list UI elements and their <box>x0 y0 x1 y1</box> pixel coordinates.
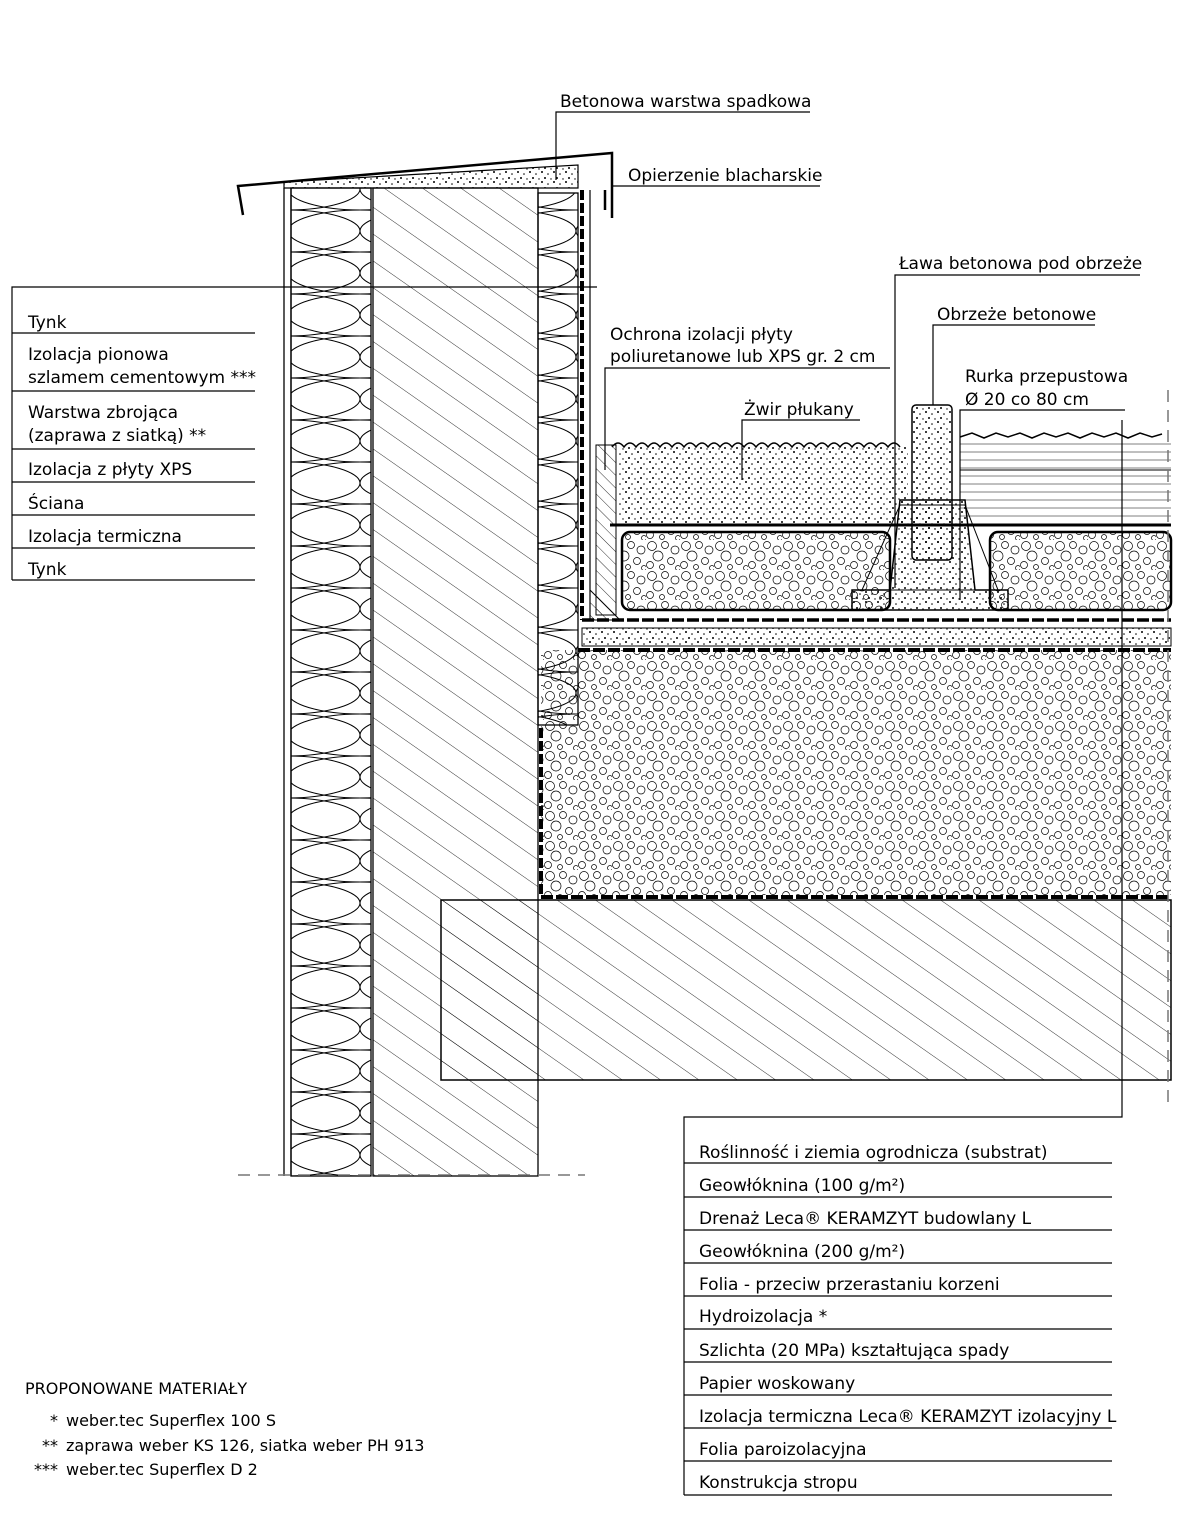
roof-layer-label: Izolacja termiczna Leca® KERAMZYT izolac… <box>699 1407 1117 1427</box>
proposed-materials: PROPONOWANE MATERIAŁY * weber.tec Superf… <box>25 1379 424 1479</box>
leader-roof-layers <box>683 420 1123 1495</box>
wall-layer-label: Izolacja pionowa <box>28 345 169 365</box>
leader-betonowa <box>555 111 810 180</box>
wall-layer-label: Tynk <box>27 313 67 333</box>
soil-substrate <box>960 438 1171 523</box>
leader-zwir <box>741 419 860 480</box>
wall-layer-label: szlamem cementowym *** <box>28 368 256 388</box>
label-zwir: Żwir płukany <box>744 399 854 420</box>
leader-ochrona <box>604 367 890 470</box>
label-rurka-1: Rurka przepustowa <box>965 367 1128 387</box>
label-betonowa-warstwa: Betonowa warstwa spadkowa <box>560 92 811 112</box>
wall-thermal-insulation <box>290 187 372 1177</box>
wall-layer-label: (zaprawa z siatką) ** <box>28 426 206 446</box>
materials-title: PROPONOWANE MATERIAŁY <box>25 1379 247 1398</box>
parapet-xps-insulation <box>537 192 579 726</box>
label-ochrona-1: Ochrona izolacji płyty <box>610 325 793 345</box>
wall-layer-label: Izolacja z płyty XPS <box>28 460 192 480</box>
label-ochrona-2: poliuretanowe lub XPS gr. 2 cm <box>610 347 875 367</box>
gravel-top <box>611 442 901 449</box>
roof-layer-label: Roślinność i ziemia ogrodnicza (substrat… <box>699 1143 1048 1163</box>
material-text: weber.tec Superflex 100 S <box>66 1411 276 1430</box>
ceiling-slab <box>440 899 1172 1081</box>
leca-thermal-insulation <box>541 650 1171 895</box>
drainage-leca-right <box>988 530 1173 612</box>
label-opierzenie: Opierzenie blacharskie <box>628 166 822 186</box>
roof-layer-label: Konstrukcja stropu <box>699 1473 858 1493</box>
leader-obrzeze <box>932 324 1095 405</box>
material-mark: * <box>50 1411 58 1430</box>
wall-layer-legend: Tynk Izolacja pionowa szlamem cementowym… <box>12 313 256 581</box>
corner-fillet <box>589 588 622 621</box>
leader-lawa <box>894 274 1140 588</box>
concrete-slope-layer <box>283 164 579 189</box>
label-rurka-2: Ø 20 co 80 cm <box>965 390 1089 410</box>
roof-layer-legend: Roślinność i ziemia ogrodnicza (substrat… <box>684 1143 1117 1496</box>
wall-layer-label: Tynk <box>27 560 67 580</box>
roof-layer-label: Papier woskowany <box>699 1374 855 1394</box>
leader-rurka <box>959 409 1125 600</box>
roof-layer-label: Geowłóknina (200 g/m²) <box>699 1242 905 1262</box>
roof-layer-label: Geowłóknina (100 g/m²) <box>699 1176 905 1196</box>
concrete-bench-top <box>861 504 999 591</box>
roof-layer-label: Hydroizolacja * <box>699 1307 827 1327</box>
roof-layer-label: Folia paroizolacyjna <box>699 1440 867 1460</box>
wall-layer-label: Warstwa zbrojąca <box>28 403 178 423</box>
concrete-curb <box>911 404 953 561</box>
roof-layer-label: Folia - przeciw przerastaniu korzeni <box>699 1275 1000 1295</box>
protection-board <box>595 444 617 616</box>
label-obrzeze: Obrzeże betonowe <box>937 305 1096 325</box>
label-lawa: Ława betonowa pod obrzeże <box>898 254 1142 274</box>
wall-layer-label: Izolacja termiczna <box>28 527 182 547</box>
roof-layer-label: Drenaż Leca® KERAMZYT budowlany L <box>699 1209 1032 1229</box>
washed-gravel <box>618 445 908 523</box>
material-mark: *** <box>34 1460 58 1479</box>
screed-layer <box>581 627 1172 647</box>
material-text: weber.tec Superflex D 2 <box>66 1460 258 1479</box>
wall-layer-label: Ściana <box>28 492 84 514</box>
roof-layer-label: Szlichta (20 MPa) kształtująca spady <box>699 1341 1009 1361</box>
drainage-leca-left <box>620 530 892 612</box>
soil-top <box>959 432 1163 439</box>
material-text: zaprawa weber KS 126, siatka weber PH 91… <box>66 1436 424 1455</box>
material-mark: ** <box>42 1436 58 1455</box>
